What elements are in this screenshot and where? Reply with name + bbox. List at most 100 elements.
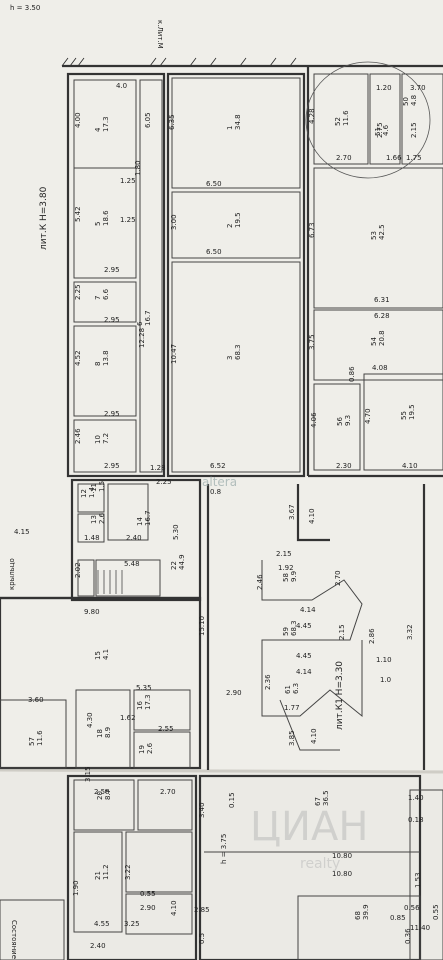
dimension-label: 1.62 xyxy=(120,714,136,722)
dimension-label: 5.42 xyxy=(74,206,82,222)
dimension-label: 3.22 xyxy=(124,864,132,880)
dimension-label: 3.60 xyxy=(28,696,44,704)
room-label: 5342.5 xyxy=(370,224,386,240)
dimension-label: 2.25 xyxy=(156,478,172,486)
dimension-label: 4.28 xyxy=(308,108,316,124)
dimension-label: 2.25 xyxy=(74,284,82,300)
room-label: 417.3 xyxy=(94,116,110,132)
dimension-label: 4.70 xyxy=(364,408,372,424)
dimension-label: 1.77 xyxy=(284,704,300,712)
dimension-label: 0.85 xyxy=(390,914,406,922)
dimension-label: 0.55 xyxy=(432,904,440,920)
room-label: 514.6 xyxy=(374,124,390,136)
room-label: 76.6 xyxy=(94,288,110,300)
room-label: 5711.6 xyxy=(28,730,44,746)
dimension-label: 1.25 xyxy=(120,177,136,185)
dimension-label: 2.70 xyxy=(336,154,352,162)
dimension-label: 2.46 xyxy=(256,574,264,590)
room-label: 616.3 xyxy=(284,683,300,694)
dimension-label: 3.75 xyxy=(308,334,316,350)
watermark-top: altera xyxy=(202,475,237,489)
room-label: 2111.2 xyxy=(94,864,110,880)
right-upper-walls xyxy=(305,61,443,478)
dimension-label: 5.35 xyxy=(136,684,152,692)
top-wall-hatch xyxy=(61,57,297,67)
dimension-label: 3.25 xyxy=(124,920,140,928)
dimension-label: 0.8 xyxy=(210,488,221,496)
room-label: 504.8 xyxy=(402,95,418,106)
dimension-label: 4.10 xyxy=(170,900,178,916)
dimension-label: 4.30 xyxy=(86,712,94,728)
dimension-label: 2.75 xyxy=(376,122,384,138)
dimension-label: 10.80 xyxy=(332,852,352,860)
dimension-label: 2.36 xyxy=(264,674,272,690)
dimension-label: 0.15 xyxy=(228,792,236,808)
dimension-label: 0.86 xyxy=(348,366,356,382)
dimension-label: 2.85 xyxy=(194,906,210,914)
dimension-label: 3.85 xyxy=(288,730,296,746)
dimension-label: 1.90 xyxy=(72,880,80,896)
dimension-label: 15.10 xyxy=(198,616,206,636)
dimension-label: 0.56 xyxy=(404,904,420,912)
dimension-label: 3.67 xyxy=(288,504,296,520)
room-label: 5211.6 xyxy=(334,110,350,126)
dimension-label: 2.55 xyxy=(158,725,174,733)
dimension-label: 3.70 xyxy=(410,84,426,92)
room-label: 219.5 xyxy=(226,212,242,228)
room-label: 2244.9 xyxy=(170,554,186,570)
dimension-label: 1.92 xyxy=(278,564,294,572)
dimension-label: 2.95 xyxy=(104,462,120,470)
dimension-label: h = 3.50 xyxy=(10,4,40,12)
dimension-label: 4.10 xyxy=(402,462,418,470)
dimension-label: 5.30 xyxy=(172,524,180,540)
dimension-label: 4.06 xyxy=(310,412,318,428)
dimension-label: 4.08 xyxy=(372,364,388,372)
dimension-label: 6.28 xyxy=(374,312,390,320)
dimension-label: 2.70 xyxy=(160,788,176,796)
dimension-label: 4.52 xyxy=(74,350,82,366)
dimension-label: 5.48 xyxy=(124,560,140,568)
dimension-label: 0.36 xyxy=(404,928,412,944)
dimension-label: 6.31 xyxy=(374,296,390,304)
dimension-label: 1.40 xyxy=(408,794,424,802)
dimension-label: 4.00 xyxy=(74,112,82,128)
room-label: 5968.3 xyxy=(282,620,298,636)
dimension-label: 0.55 xyxy=(140,890,156,898)
room-label: 121.4 xyxy=(80,486,96,498)
dimension-label: 2.58 xyxy=(94,788,110,796)
dimension-label: 2.95 xyxy=(104,410,120,418)
dimension-label: 2.40 xyxy=(90,942,106,950)
dimension-label: 3.00 xyxy=(170,214,178,230)
dimension-label: 6.52 xyxy=(210,462,226,470)
lit-k1-label: лит.К1 Н=3.30 xyxy=(335,661,345,730)
room-label: 616.7 xyxy=(136,310,152,326)
dimension-label: 2.15 xyxy=(276,550,292,558)
room-label: 154.1 xyxy=(94,649,110,660)
room-label: 107.2 xyxy=(94,433,110,444)
dimension-label: 1.0 xyxy=(380,676,391,684)
dimension-label: 0.5 xyxy=(198,933,206,944)
dimension-label: 2.90 xyxy=(140,904,156,912)
dimension-label: 12.28 xyxy=(138,328,146,348)
dimension-label: 1.66 xyxy=(386,154,402,162)
room-label: 111.5 xyxy=(90,481,106,492)
dimension-label: 2.46 xyxy=(74,428,82,444)
dimension-label: 3.40 xyxy=(198,802,206,818)
dimension-label: 4.14 xyxy=(300,606,316,614)
dimension-label: 4.55 xyxy=(94,920,110,928)
room-label: 569.3 xyxy=(336,415,352,426)
dimension-label: 2.95 xyxy=(104,316,120,324)
watermark-bottom: ЦИАН xyxy=(250,804,368,850)
dimension-label: 1.10 xyxy=(376,656,392,664)
room-label: 208.7 xyxy=(96,789,112,800)
dimension-label: 10.80 xyxy=(332,870,352,878)
room-label: 1416.7 xyxy=(136,510,152,526)
dimension-label: 2.70 xyxy=(334,570,342,586)
room-label: 192.6 xyxy=(138,742,154,754)
dimension-label: 4.15 xyxy=(14,528,30,536)
room-label: 5519.5 xyxy=(400,404,416,420)
dimension-label: 2.02 xyxy=(74,562,82,578)
dimension-label: 1.75 xyxy=(406,154,422,162)
